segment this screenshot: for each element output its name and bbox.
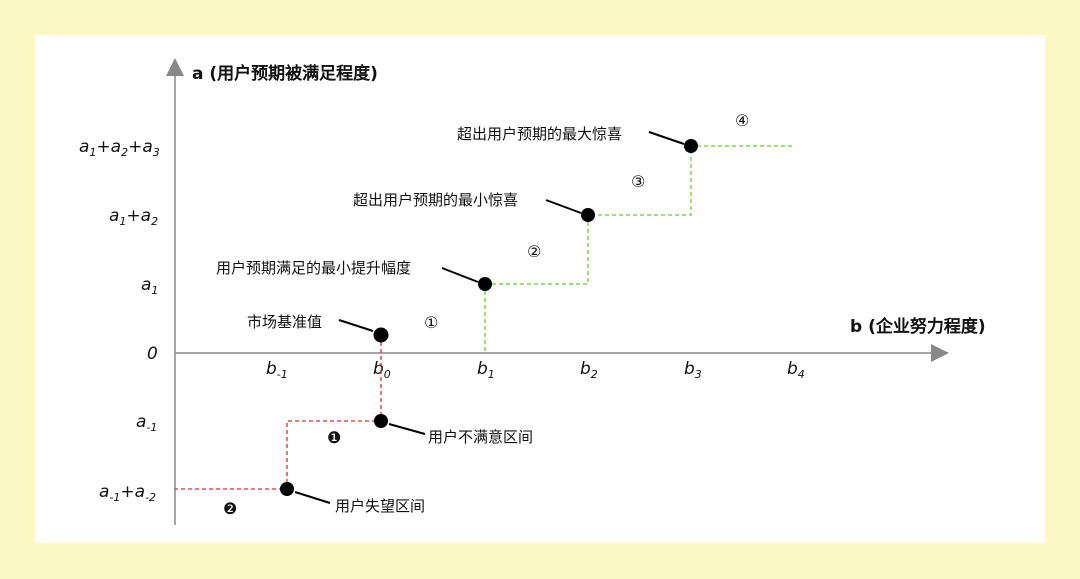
point-a1-a2	[581, 208, 595, 222]
x-tick-b0: b0	[373, 359, 391, 381]
x-tick-b-1: b-1	[266, 359, 288, 381]
y-tick-a1-a2-a3: a1+a2+a3	[79, 137, 160, 159]
negative-step-path	[175, 335, 382, 490]
point-a1	[478, 277, 492, 291]
point-a1-a2-a3	[684, 139, 698, 153]
zone-marker-4: ④	[735, 111, 749, 130]
origin-label: 0	[147, 344, 158, 364]
label-max-surprise: 超出用户预期的最大惊喜	[457, 125, 622, 143]
leader-max-surprise	[648, 131, 685, 145]
y-tick-a1: a1	[141, 275, 158, 297]
zone-marker-3: ③	[631, 172, 645, 191]
leader-dissatisfied	[388, 423, 426, 435]
label-min-lift: 用户预期满足的最小提升幅度	[216, 259, 411, 277]
x-tick-b2: b2	[580, 359, 598, 381]
label-min-surprise: 超出用户预期的最小惊喜	[353, 191, 518, 209]
label-dissatisfied: 用户不满意区间	[428, 428, 533, 446]
leader-disappointed	[294, 491, 331, 504]
x-axis-title: b (企业努力程度)	[850, 316, 986, 337]
leader-baseline	[338, 319, 374, 332]
x-tick-b1: b1	[477, 359, 495, 381]
zone-marker-neg-2: ❷	[223, 499, 237, 518]
diagram-card: a (用户预期被满足程度) b (企业努力程度) 0 a1+a2+a3 a1+a…	[35, 35, 1045, 543]
leader-min-surprise	[545, 199, 582, 214]
zone-marker-1: ①	[424, 313, 438, 332]
y-tick-a-1: a-1	[136, 412, 157, 434]
y-tick-a1-a2: a1+a2	[109, 206, 158, 228]
point-a-1-a-2	[280, 482, 294, 496]
positive-step-path	[484, 145, 795, 353]
expectation-step-diagram: a (用户预期被满足程度) b (企业努力程度) 0 a1+a2+a3 a1+a…	[79, 58, 986, 525]
x-tick-b3: b3	[684, 359, 702, 381]
leader-min-lift	[441, 267, 479, 283]
baseline-point	[373, 327, 389, 343]
y-tick-a-1-a-2: a-1+a-2	[99, 482, 156, 504]
y-axis-title: a (用户预期被满足程度)	[192, 63, 378, 84]
x-tick-b4: b4	[787, 359, 805, 381]
zone-marker-neg-1: ❶	[327, 428, 341, 447]
zone-marker-2: ②	[527, 242, 541, 261]
point-a-1	[374, 414, 388, 428]
label-disappointed: 用户失望区间	[335, 497, 425, 515]
label-baseline: 市场基准值	[247, 313, 322, 331]
